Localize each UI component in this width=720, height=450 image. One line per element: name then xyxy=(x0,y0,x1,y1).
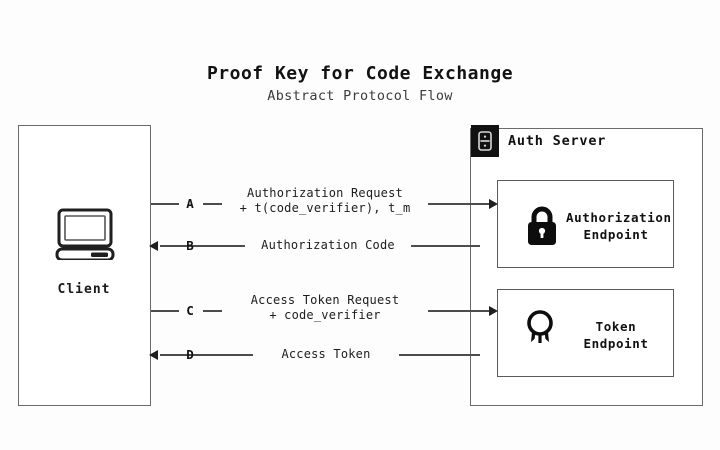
award-badge-icon xyxy=(527,310,553,343)
server-tower-icon xyxy=(471,125,499,157)
client-container xyxy=(18,125,151,406)
flow-b-arrowhead xyxy=(149,241,158,251)
flow-a-line-left xyxy=(151,203,179,205)
flow-a-arrowhead xyxy=(489,199,498,209)
flow-c-step-letter: C xyxy=(186,303,194,318)
flow-a-step-letter: A xyxy=(186,196,194,211)
token-endpoint-label: Token Endpoint xyxy=(583,319,649,351)
authorization-endpoint-box xyxy=(497,180,674,268)
auth-server-title: Auth Server xyxy=(508,133,607,149)
desktop-computer-icon xyxy=(55,208,115,260)
padlock-icon xyxy=(528,206,556,245)
flow-c-label: Access Token Request + code_verifier xyxy=(222,293,428,323)
flow-d-step-letter: D xyxy=(186,347,194,362)
token-endpoint-box xyxy=(497,289,674,377)
page-title: Proof Key for Code Exchange xyxy=(206,63,514,84)
server-tower-glyph xyxy=(478,131,492,151)
flow-c-line-left xyxy=(151,310,179,312)
flow-b-step-letter: B xyxy=(186,238,194,253)
flow-d-arrowhead xyxy=(149,350,158,360)
authorization-endpoint-label: Authorization Endpoint xyxy=(566,210,672,242)
client-label: Client xyxy=(57,282,111,297)
flow-c-arrowhead xyxy=(489,306,498,316)
page-subtitle: Abstract Protocol Flow xyxy=(267,88,453,104)
flow-d-label: Access Token xyxy=(253,347,399,362)
flow-b-label: Authorization Code xyxy=(245,238,411,253)
flow-a-label: Authorization Request + t(code_verifier)… xyxy=(222,186,428,216)
